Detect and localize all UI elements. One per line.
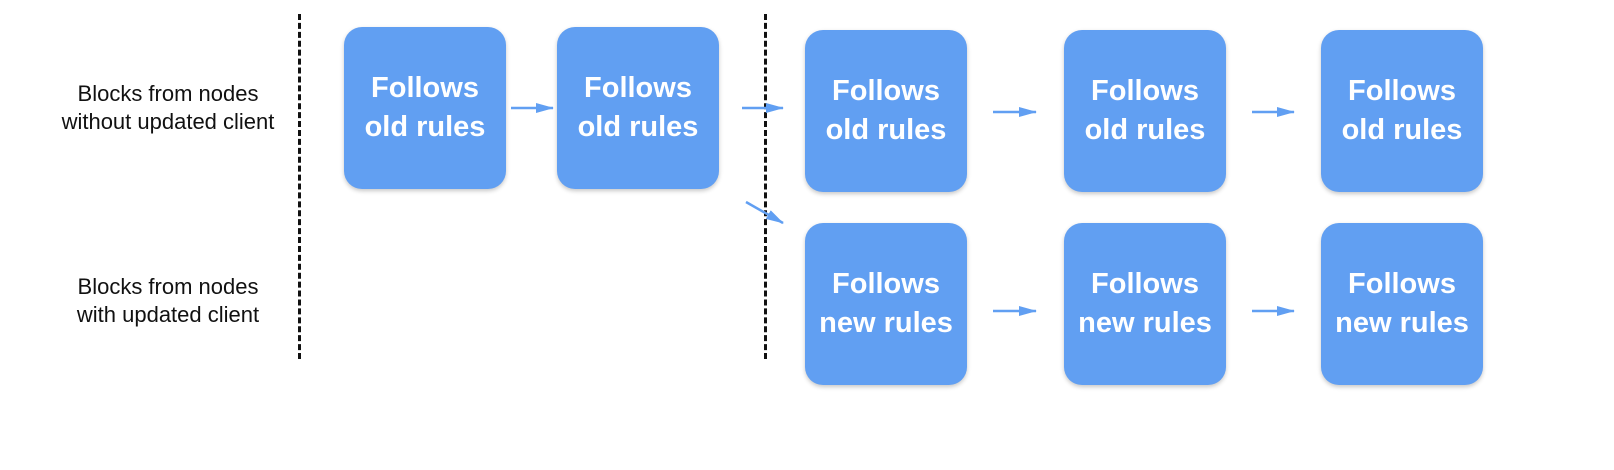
label-nodes-without-updated-client: Blocks from nodes without updated client <box>18 80 318 136</box>
block-rules: old rules <box>1341 114 1463 146</box>
dashed-divider-left <box>298 14 301 359</box>
block-rules: old rules <box>1084 114 1206 146</box>
label-old-line-1: Blocks from nodes <box>77 81 259 106</box>
block-rules: new rules <box>819 307 953 339</box>
dashed-divider-fork <box>764 14 767 359</box>
block-new-rules-2: Follows new rules <box>1064 223 1226 385</box>
block-old-rules-3: Follows old rules <box>805 30 967 192</box>
label-old-line-2: without updated client <box>61 109 275 134</box>
block-rules: old rules <box>825 114 947 146</box>
block-word: Follows <box>584 72 692 104</box>
block-word: Follows <box>1348 268 1456 300</box>
block-old-rules-1: Follows old rules <box>344 27 506 189</box>
block-word: Follows <box>832 268 940 300</box>
label-nodes-with-updated-client: Blocks from nodes with updated client <box>18 273 318 329</box>
block-old-rules-4: Follows old rules <box>1064 30 1226 192</box>
block-old-rules-5: Follows old rules <box>1321 30 1483 192</box>
block-old-rules-2: Follows old rules <box>557 27 719 189</box>
block-rules: new rules <box>1335 307 1469 339</box>
label-new-line-2: with updated client <box>76 302 260 327</box>
block-new-rules-1: Follows new rules <box>805 223 967 385</box>
block-word: Follows <box>1348 75 1456 107</box>
block-word: Follows <box>1091 268 1199 300</box>
block-word: Follows <box>371 72 479 104</box>
block-rules: old rules <box>577 111 699 143</box>
block-word: Follows <box>1091 75 1199 107</box>
block-rules: old rules <box>364 111 486 143</box>
label-new-line-1: Blocks from nodes <box>77 274 259 299</box>
block-word: Follows <box>832 75 940 107</box>
block-new-rules-3: Follows new rules <box>1321 223 1483 385</box>
block-rules: new rules <box>1078 307 1212 339</box>
